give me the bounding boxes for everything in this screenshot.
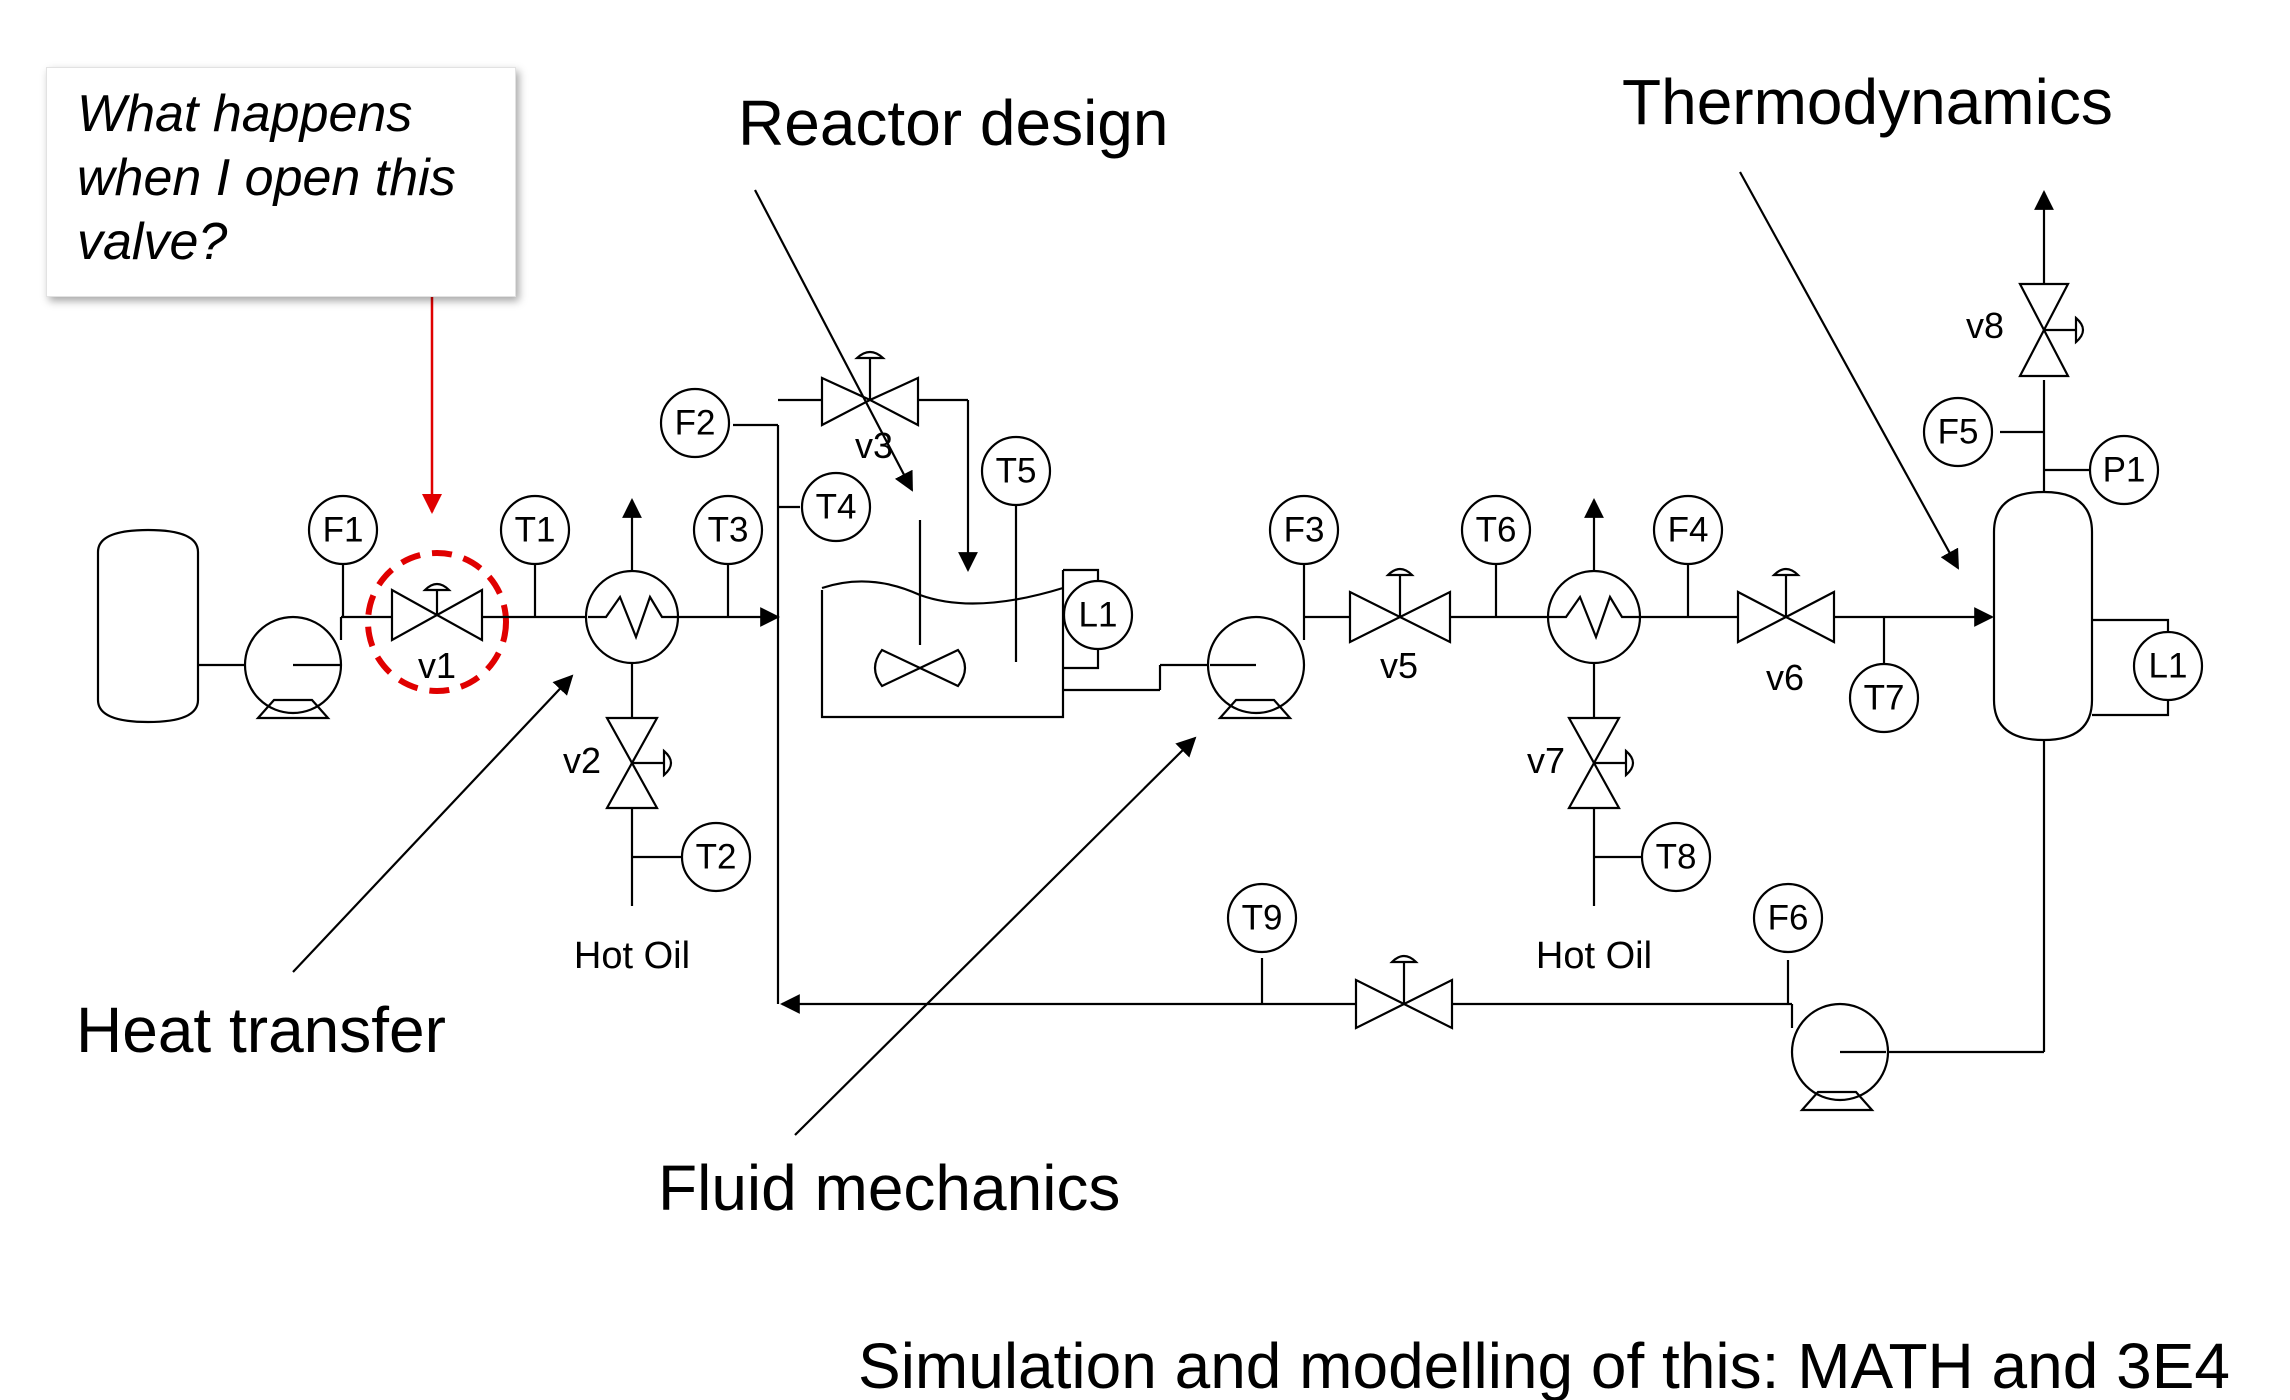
valve-v-recycle[interactable] <box>1354 954 1454 1030</box>
svg-text:L1: L1 <box>2149 647 2188 686</box>
valve-v7[interactable] <box>1567 716 1635 810</box>
feed-tank <box>96 528 200 724</box>
fluid-mechanics-arrow <box>794 736 1197 1136</box>
hot-oil-label-2: Hot Oil <box>1536 935 1652 977</box>
instrument-T7: T7 <box>1848 662 1920 734</box>
svg-text:T5: T5 <box>996 452 1037 491</box>
instrument-T2: T2 <box>680 821 752 893</box>
svg-text:T2: T2 <box>696 838 737 877</box>
hot-oil-label-1: Hot Oil <box>574 935 690 977</box>
valve-v2[interactable] <box>605 716 673 810</box>
valve-label-v8: v8 <box>1966 305 2004 346</box>
valve-label-v1: v1 <box>418 645 456 686</box>
valve-label-v3: v3 <box>855 425 893 466</box>
heading-heat-transfer: Heat transfer <box>76 994 446 1066</box>
reactor-design-arrow <box>754 189 913 492</box>
instrument-T4: T4 <box>800 471 872 543</box>
svg-text:F6: F6 <box>1768 899 1809 938</box>
valve-v1[interactable] <box>390 582 484 642</box>
svg-text:P1: P1 <box>2103 451 2146 490</box>
valve-label-v6: v6 <box>1766 657 1804 698</box>
instrument-F1: F1 <box>307 494 379 566</box>
valve-label-v7: v7 <box>1527 740 1565 781</box>
svg-text:F2: F2 <box>675 404 716 443</box>
instrument-F5: F5 <box>1922 396 1994 468</box>
svg-text:T1: T1 <box>515 511 556 550</box>
instrument-T6: T6 <box>1460 494 1532 566</box>
heat-transfer-arrow <box>292 674 574 973</box>
callout-line-2: when I open this <box>77 149 456 207</box>
svg-text:T8: T8 <box>1656 838 1697 877</box>
instrument-F4: F4 <box>1652 494 1724 566</box>
heat-exchanger-2 <box>1546 569 1642 665</box>
instrument-F6: F6 <box>1752 882 1824 954</box>
instrument-T3: T3 <box>692 494 764 566</box>
instrument-L1-reactor: L1 <box>1062 579 1134 651</box>
reactor-vessel <box>820 505 1100 719</box>
heading-thermodynamics: Thermodynamics <box>1622 66 2113 138</box>
pump-3 <box>1790 1002 1890 1112</box>
svg-text:F4: F4 <box>1668 511 1709 550</box>
instrument-P1: P1 <box>2088 434 2160 506</box>
heat-exchanger-1 <box>584 569 680 665</box>
valve-v6[interactable] <box>1736 567 1836 644</box>
callout-line-1: What happens <box>77 85 413 143</box>
svg-text:T6: T6 <box>1476 511 1517 550</box>
instrument-T8: T8 <box>1640 821 1712 893</box>
instrument-T5: T5 <box>980 435 1052 507</box>
svg-text:T7: T7 <box>1864 679 1905 718</box>
instrument-L1-drum: L1 <box>2132 630 2204 702</box>
callout-line-3: valve? <box>77 213 228 271</box>
instrument-F3: F3 <box>1268 494 1340 566</box>
instrument-T1: T1 <box>499 494 571 566</box>
instrument-F2: F2 <box>659 387 731 459</box>
valve-v3[interactable] <box>820 350 920 427</box>
pump-1 <box>243 615 343 720</box>
valve-v5[interactable] <box>1348 567 1452 644</box>
v1-highlight-circle <box>365 550 509 694</box>
callout-question: What happens when I open this valve? <box>46 67 516 297</box>
svg-text:F3: F3 <box>1284 511 1325 550</box>
instrument-T9: T9 <box>1226 882 1298 954</box>
thermodynamics-arrow <box>1739 171 1959 570</box>
svg-text:T3: T3 <box>708 511 749 550</box>
svg-text:T4: T4 <box>816 488 857 527</box>
pump-2 <box>1206 615 1306 720</box>
svg-text:L1: L1 <box>1079 596 1118 635</box>
svg-text:F5: F5 <box>1938 413 1979 452</box>
heading-fluid-mechanics: Fluid mechanics <box>658 1152 1120 1224</box>
valve-label-v2: v2 <box>563 740 601 781</box>
svg-text:T9: T9 <box>1242 899 1283 938</box>
valve-label-v5: v5 <box>1380 645 1418 686</box>
valve-v8[interactable] <box>2018 282 2085 378</box>
footer-caption: Simulation and modelling of this: MATH a… <box>858 1330 2230 1400</box>
flash-drum <box>1992 490 2094 742</box>
svg-text:F1: F1 <box>323 511 364 550</box>
heading-reactor-design: Reactor design <box>738 87 1168 159</box>
